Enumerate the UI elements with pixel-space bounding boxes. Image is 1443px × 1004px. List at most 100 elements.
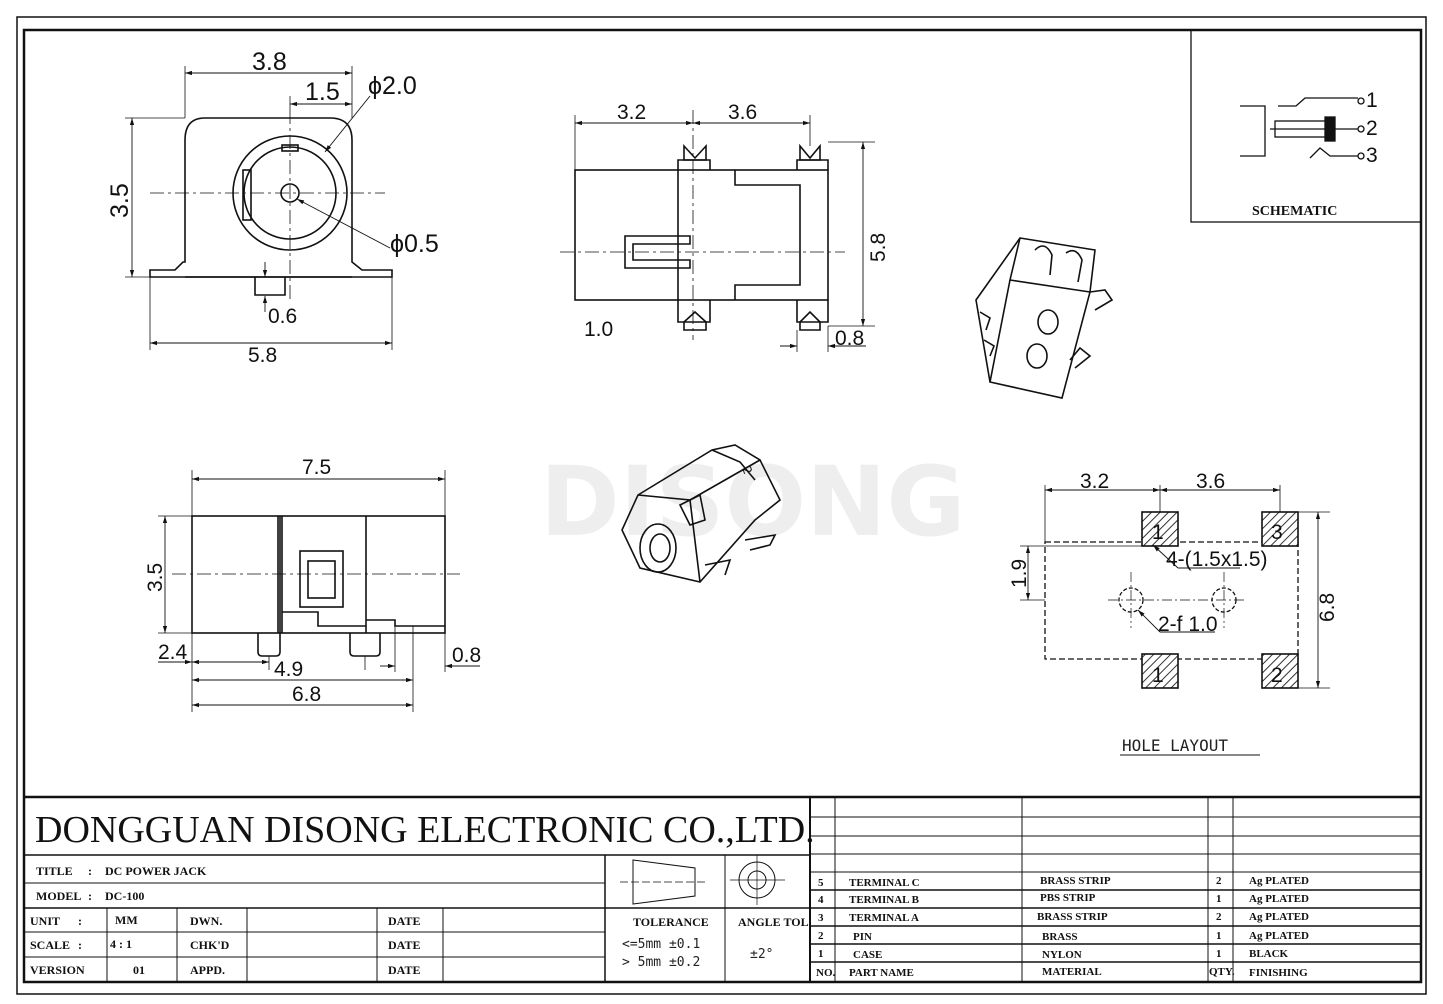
hole-dia: 2-f 1.0 [1158, 613, 1218, 636]
hole-pad-size: 4-(1.5x1.5) [1166, 548, 1268, 571]
bom-no: 5 [818, 877, 824, 889]
top-right-span: 3.6 [728, 101, 757, 124]
top-left-span: 3.2 [617, 101, 646, 124]
bom-finish: Ag PLATED [1249, 893, 1309, 905]
side-height: 3.5 [144, 563, 167, 592]
date-label-2: DATE [388, 938, 420, 952]
top-view [560, 110, 875, 352]
schematic-pin-2: 2 [1366, 117, 1378, 140]
hole-height: 6.8 [1316, 593, 1339, 622]
bom-header-qty: QTY. [1209, 966, 1235, 978]
bom-material: BRASS STRIP [1037, 911, 1108, 923]
tolerance-label: TOLERANCE [633, 915, 709, 929]
watermark: DISONG [540, 446, 965, 558]
isometric-view-front: 2 [621, 444, 782, 583]
top-tab-width: 0.8 [835, 327, 864, 350]
front-width-total: 5.8 [248, 344, 277, 367]
front-pin-dia: ϕ0.5 [390, 230, 439, 258]
bom-qty: 2 [1216, 875, 1222, 887]
bom-finish: Ag PLATED [1249, 875, 1309, 887]
chkd-label: CHK'D [190, 938, 230, 952]
bom-no: 4 [818, 894, 824, 906]
bom-qty: 1 [1216, 893, 1222, 905]
scale-label: SCALE [30, 938, 70, 952]
hole-left-span: 3.2 [1080, 470, 1109, 493]
bom-material: BRASS [1042, 931, 1077, 943]
unit-label: UNIT [30, 914, 60, 928]
bom-header-part: PART NAME [849, 967, 914, 979]
front-view [125, 66, 393, 350]
scale-value: 4 : 1 [110, 937, 132, 951]
bom-part: TERMINAL B [849, 894, 920, 906]
top-tab-offset: 1.0 [584, 318, 613, 341]
front-height: 3.5 [106, 183, 134, 218]
bom-qty: 1 [1216, 930, 1222, 942]
svg-text:2: 2 [739, 464, 755, 476]
model-label: MODEL [36, 889, 81, 903]
schematic-pin-3: 3 [1366, 144, 1378, 167]
bom-no: 3 [818, 912, 824, 924]
bom-material: PBS STRIP [1040, 892, 1096, 904]
schematic-caption: SCHEMATIC [1252, 204, 1337, 219]
bom-finish: Ag PLATED [1249, 911, 1309, 923]
company-name: DONGGUAN DISONG ELECTRONIC CO.,LTD. [35, 809, 815, 851]
top-height: 5.8 [867, 233, 890, 262]
bom-qty: 2 [1216, 911, 1222, 923]
version-label: VERSION [30, 963, 85, 977]
hole-pad-offset: 1.9 [1008, 559, 1031, 588]
bom-material: NYLON [1042, 949, 1082, 961]
bom-part: CASE [853, 949, 882, 961]
schematic-pin-1: 1 [1366, 89, 1378, 112]
schematic [1190, 29, 1422, 223]
angle-tol-label: ANGLE TOL [738, 915, 809, 929]
tolerance-1: <=5mm ±0.1 [622, 937, 700, 952]
hole-layout-caption: HOLE LAYOUT [1122, 736, 1228, 755]
pad-label-3: 3 [1271, 521, 1283, 544]
pad-label-1-bottom: 1 [1152, 664, 1164, 687]
tolerance-2: > 5mm ±0.2 [622, 955, 700, 970]
hole-layout [1020, 485, 1330, 689]
unit-colon: : [78, 914, 82, 928]
front-hole-dia: ϕ2.0 [368, 72, 417, 100]
title-colon: : [88, 864, 92, 878]
bom-header-material: MATERIAL [1042, 966, 1102, 978]
bom-header-no: NO. [816, 967, 836, 979]
title-label: TITLE [36, 864, 73, 878]
dwn-label: DWN. [190, 914, 222, 928]
bom-part: TERMINAL C [849, 877, 920, 889]
bom-header-finish: FINISHING [1249, 967, 1308, 979]
appd-label: APPD. [190, 963, 225, 977]
bom-finish: BLACK [1249, 948, 1289, 960]
front-tab: 0.6 [268, 305, 297, 328]
pad-label-2: 2 [1271, 664, 1283, 687]
side-pin-offset: 2.4 [158, 641, 188, 664]
isometric-view-top [975, 237, 1114, 399]
model-value: DC-100 [105, 889, 144, 903]
front-offset: 1.5 [305, 78, 340, 106]
bom-table: 5 TERMINAL C BRASS STRIP 2 Ag PLATED 4 T… [816, 875, 1309, 979]
side-view [158, 470, 480, 712]
bom-finish: Ag PLATED [1249, 930, 1309, 942]
title-value: DC POWER JACK [105, 864, 207, 878]
version-value: 01 [133, 963, 145, 977]
angle-tol-value: ±2° [750, 947, 773, 962]
date-label-1: DATE [388, 914, 420, 928]
title-block-lines [24, 795, 1421, 982]
side-overall: 6.8 [292, 683, 321, 706]
bom-qty: 1 [1216, 948, 1222, 960]
front-width-top: 3.8 [252, 48, 287, 76]
side-tab-width: 0.8 [452, 644, 481, 667]
side-pin-spacing: 4.9 [274, 658, 303, 681]
pad-label-1-top: 1 [1152, 521, 1164, 544]
bom-part: TERMINAL A [849, 912, 919, 924]
bom-no: 2 [818, 930, 824, 942]
model-colon: : [88, 889, 92, 903]
date-label-3: DATE [388, 963, 420, 977]
side-length: 7.5 [302, 456, 331, 479]
bom-no: 1 [818, 948, 824, 960]
scale-colon: : [78, 938, 82, 952]
bom-material: BRASS STRIP [1040, 875, 1111, 887]
bom-part: PIN [853, 931, 872, 943]
inner-border [22, 28, 1423, 984]
